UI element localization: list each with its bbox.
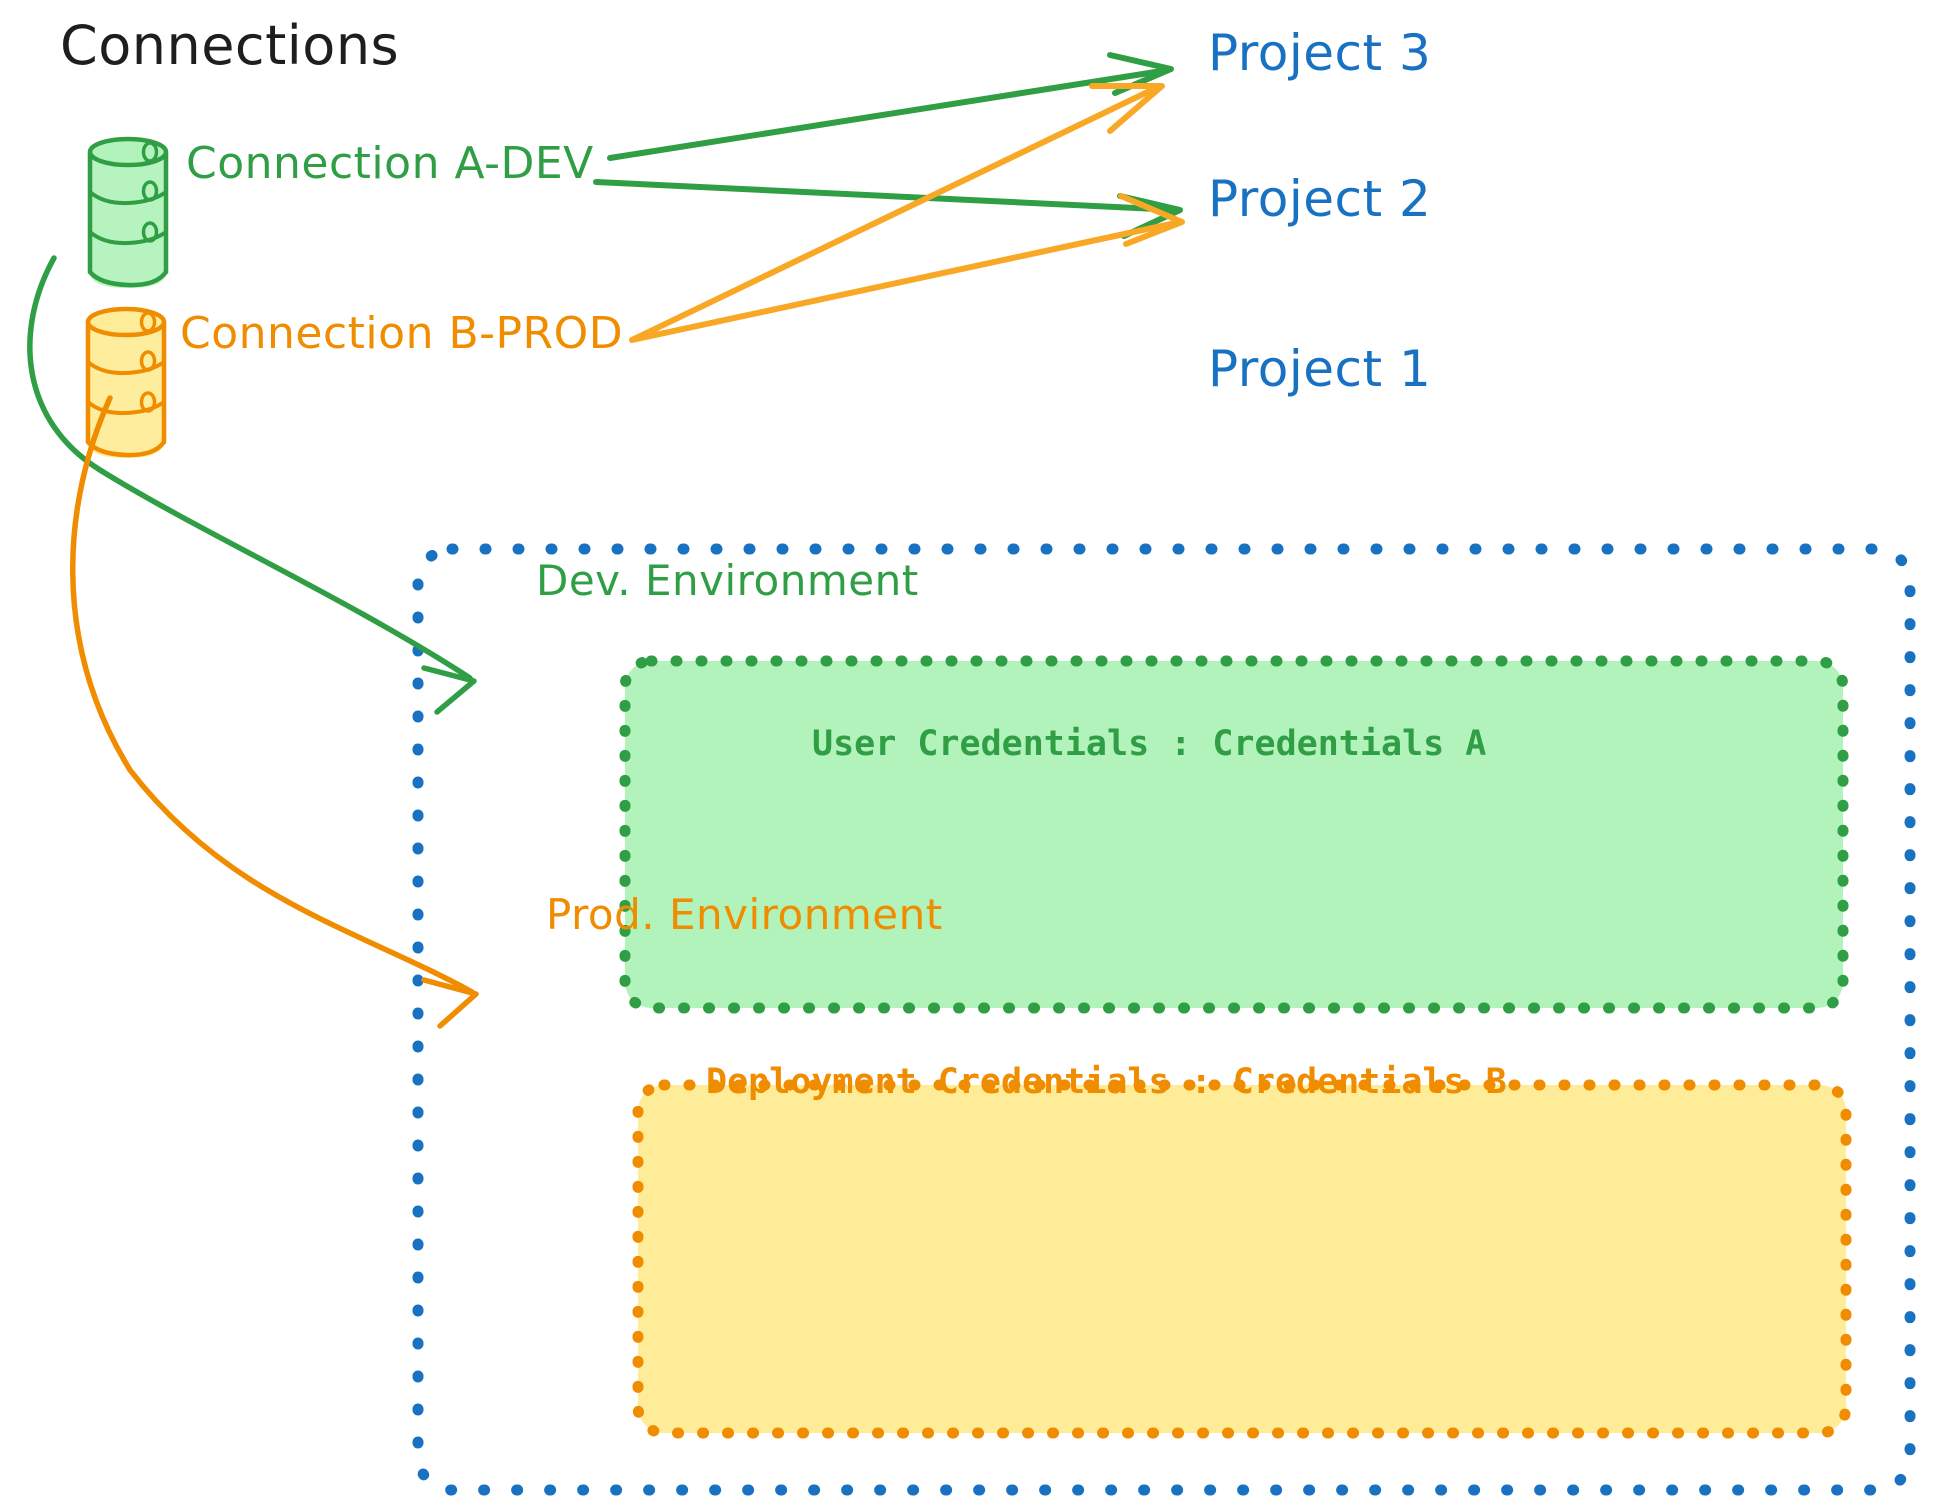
connection-a-label[interactable]: Connection A-DEV (186, 138, 594, 189)
arrow-conn-b-to-project-2 (629, 193, 1185, 343)
arrow-conn-b-to-project-3 (629, 83, 1165, 343)
database-icon-connection-a[interactable] (87, 136, 169, 288)
arrow-conn-a-to-dev-environment (27, 255, 477, 715)
arrow-conn-b-to-prod-environment (69, 395, 479, 1029)
dev-environment-label: Dev. Environment (536, 556, 919, 605)
project-3-label[interactable]: Project 3 (1208, 24, 1432, 82)
project-1-container (412, 543, 1916, 1496)
dev-environment-box[interactable] (619, 655, 1849, 1014)
page-title: Connections (60, 14, 400, 77)
project-1-label[interactable]: Project 1 (1208, 340, 1432, 398)
prod-environment-credentials: Deployment Credentials : Credentials B (706, 1062, 1507, 1102)
connection-b-label[interactable]: Connection B-PROD (180, 308, 624, 359)
dev-environment-credentials: User Credentials : Credentials A (812, 724, 1487, 764)
prod-environment-label: Prod. Environment (546, 890, 943, 939)
project-2-label[interactable]: Project 2 (1208, 170, 1432, 228)
prod-environment-box[interactable] (632, 1079, 1852, 1439)
database-icon-connection-b[interactable] (85, 306, 167, 458)
